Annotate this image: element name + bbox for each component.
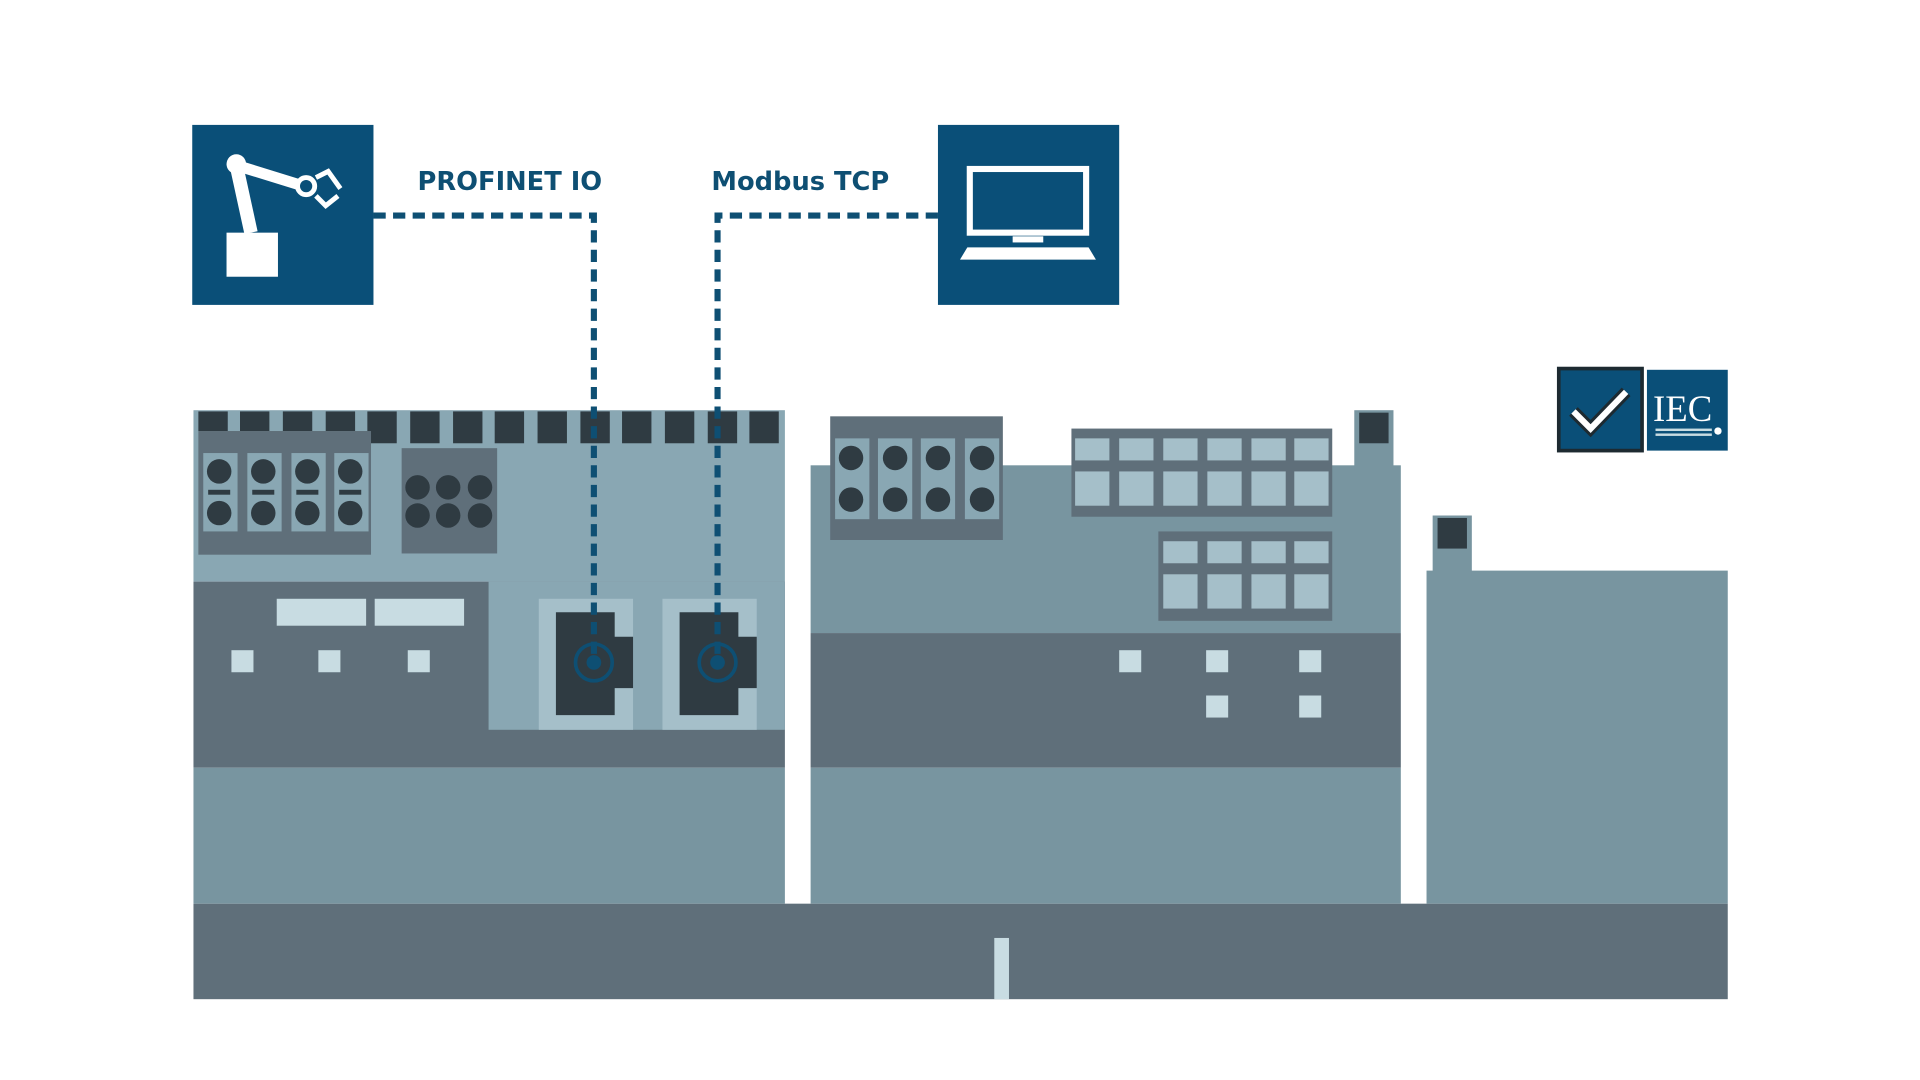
robot-box [192, 124, 374, 305]
profinet-connection [373, 212, 597, 662]
rail-slot [994, 937, 1009, 1000]
ethernet-port-2 [662, 598, 757, 730]
laptop-box [937, 124, 1120, 305]
io-module [810, 410, 1401, 904]
industrial-robot-icon [226, 154, 343, 277]
iec-text: IEC [1653, 388, 1712, 429]
power-module [1426, 515, 1728, 904]
controller-module [193, 410, 785, 904]
profinet-label: PROFINET IO [418, 167, 603, 197]
laptop-icon [960, 165, 1096, 260]
ethernet-port-1 [538, 598, 634, 730]
modbus-label: Modbus TCP [711, 167, 889, 197]
iec-logo: IEC [1556, 366, 1728, 453]
base-rail [193, 903, 1728, 1000]
modbus-connection [714, 212, 938, 662]
